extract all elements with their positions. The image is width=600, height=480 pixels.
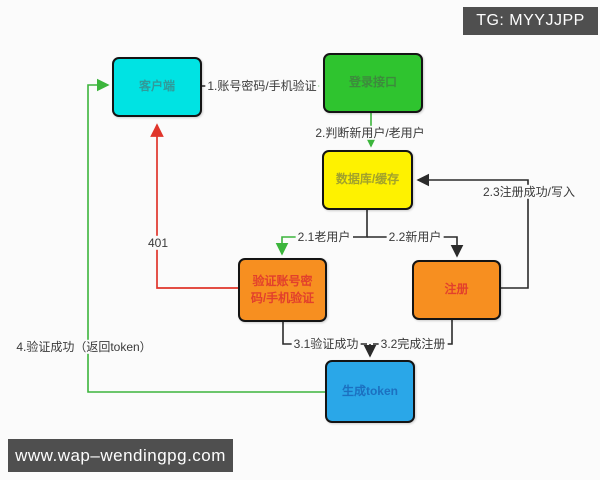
edge-olduser-verify [275, 236, 298, 256]
node-generate-token-label: 生成token [341, 383, 398, 398]
edge-database-split [353, 210, 368, 238]
node-generate-token: 生成token [325, 360, 415, 423]
edge-token-client [87, 78, 325, 393]
node-verify-credentials-label: 验证账号密码/手机验证 [250, 273, 315, 305]
edge-label-401: 401 [145, 235, 171, 251]
site-watermark-badge: www.wap–wendingpg.com [8, 439, 233, 472]
node-login-api: 登录接口 [323, 53, 423, 113]
edge-verify-client-401 [150, 123, 238, 289]
tg-watermark-badge: TG: MYYJJPP [463, 7, 598, 35]
node-verify-credentials: 验证账号密码/手机验证 [238, 258, 327, 322]
node-database-cache: 数据库/缓存 [322, 150, 413, 210]
edge-label-3-2-register-done: 3.2完成注册 [378, 336, 448, 352]
node-database-cache-label: 数据库/缓存 [335, 172, 400, 187]
site-watermark-text: www.wap–wendingpg.com [15, 445, 226, 465]
edge-label-2-2-new-user: 2.2新用户 [386, 229, 444, 245]
edge-label-1-credentials: 1.账号密码/手机验证 [205, 78, 319, 94]
edge-label-3-1-verify-success: 3.1验证成功 [291, 336, 361, 352]
tg-watermark-text: TG: MYYJJPP [476, 12, 585, 29]
edge-label-2-1-old-user: 2.1老用户 [295, 229, 353, 245]
node-client-label: 客户端 [138, 79, 175, 94]
edge-register-database [416, 173, 529, 289]
edge-label-4-return-token: 4.验证成功（返回token） [14, 339, 154, 355]
node-client: 客户端 [112, 57, 202, 117]
node-login-api-label: 登录接口 [348, 75, 397, 90]
edge-label-2-3-register-write: 2.3注册成功/写入 [480, 184, 578, 200]
node-register-label: 注册 [444, 282, 469, 297]
node-register: 注册 [412, 260, 501, 320]
edge-label-2-judge-user: 2.判断新用户/老用户 [313, 125, 427, 141]
